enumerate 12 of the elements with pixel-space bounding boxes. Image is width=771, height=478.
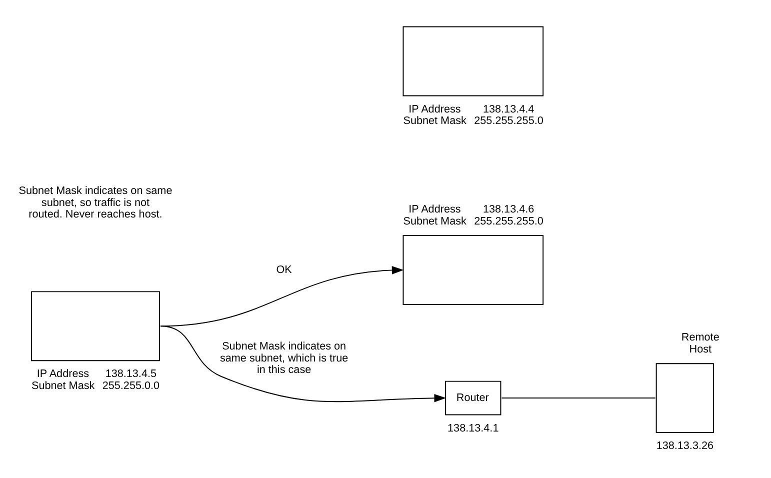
node-label: 138.13.4.5 255.255.0.0: [102, 368, 160, 392]
node-label: Remote Host: [681, 331, 720, 356]
node-label: 138.13.4.6 255.255.255.0: [474, 203, 544, 228]
node-label: 138.13.3.26: [656, 440, 714, 452]
edge-label: Subnet Mask indicates on same subnet, which is true in this case: [220, 340, 348, 376]
label: Subnet Mask indicates on same subnet, so traffic is not routed. Never reaches host.: [18, 184, 172, 220]
node-label: IP Address Subnet Mask: [31, 368, 95, 392]
node-label: 138.13.4.1: [448, 422, 499, 434]
edge-label: OK: [276, 263, 292, 276]
node-label: IP Address Subnet Mask: [403, 102, 466, 127]
node-label: 138.13.4.4 255.255.255.0: [474, 102, 544, 127]
node-label: IP Address Subnet Mask: [403, 203, 466, 228]
